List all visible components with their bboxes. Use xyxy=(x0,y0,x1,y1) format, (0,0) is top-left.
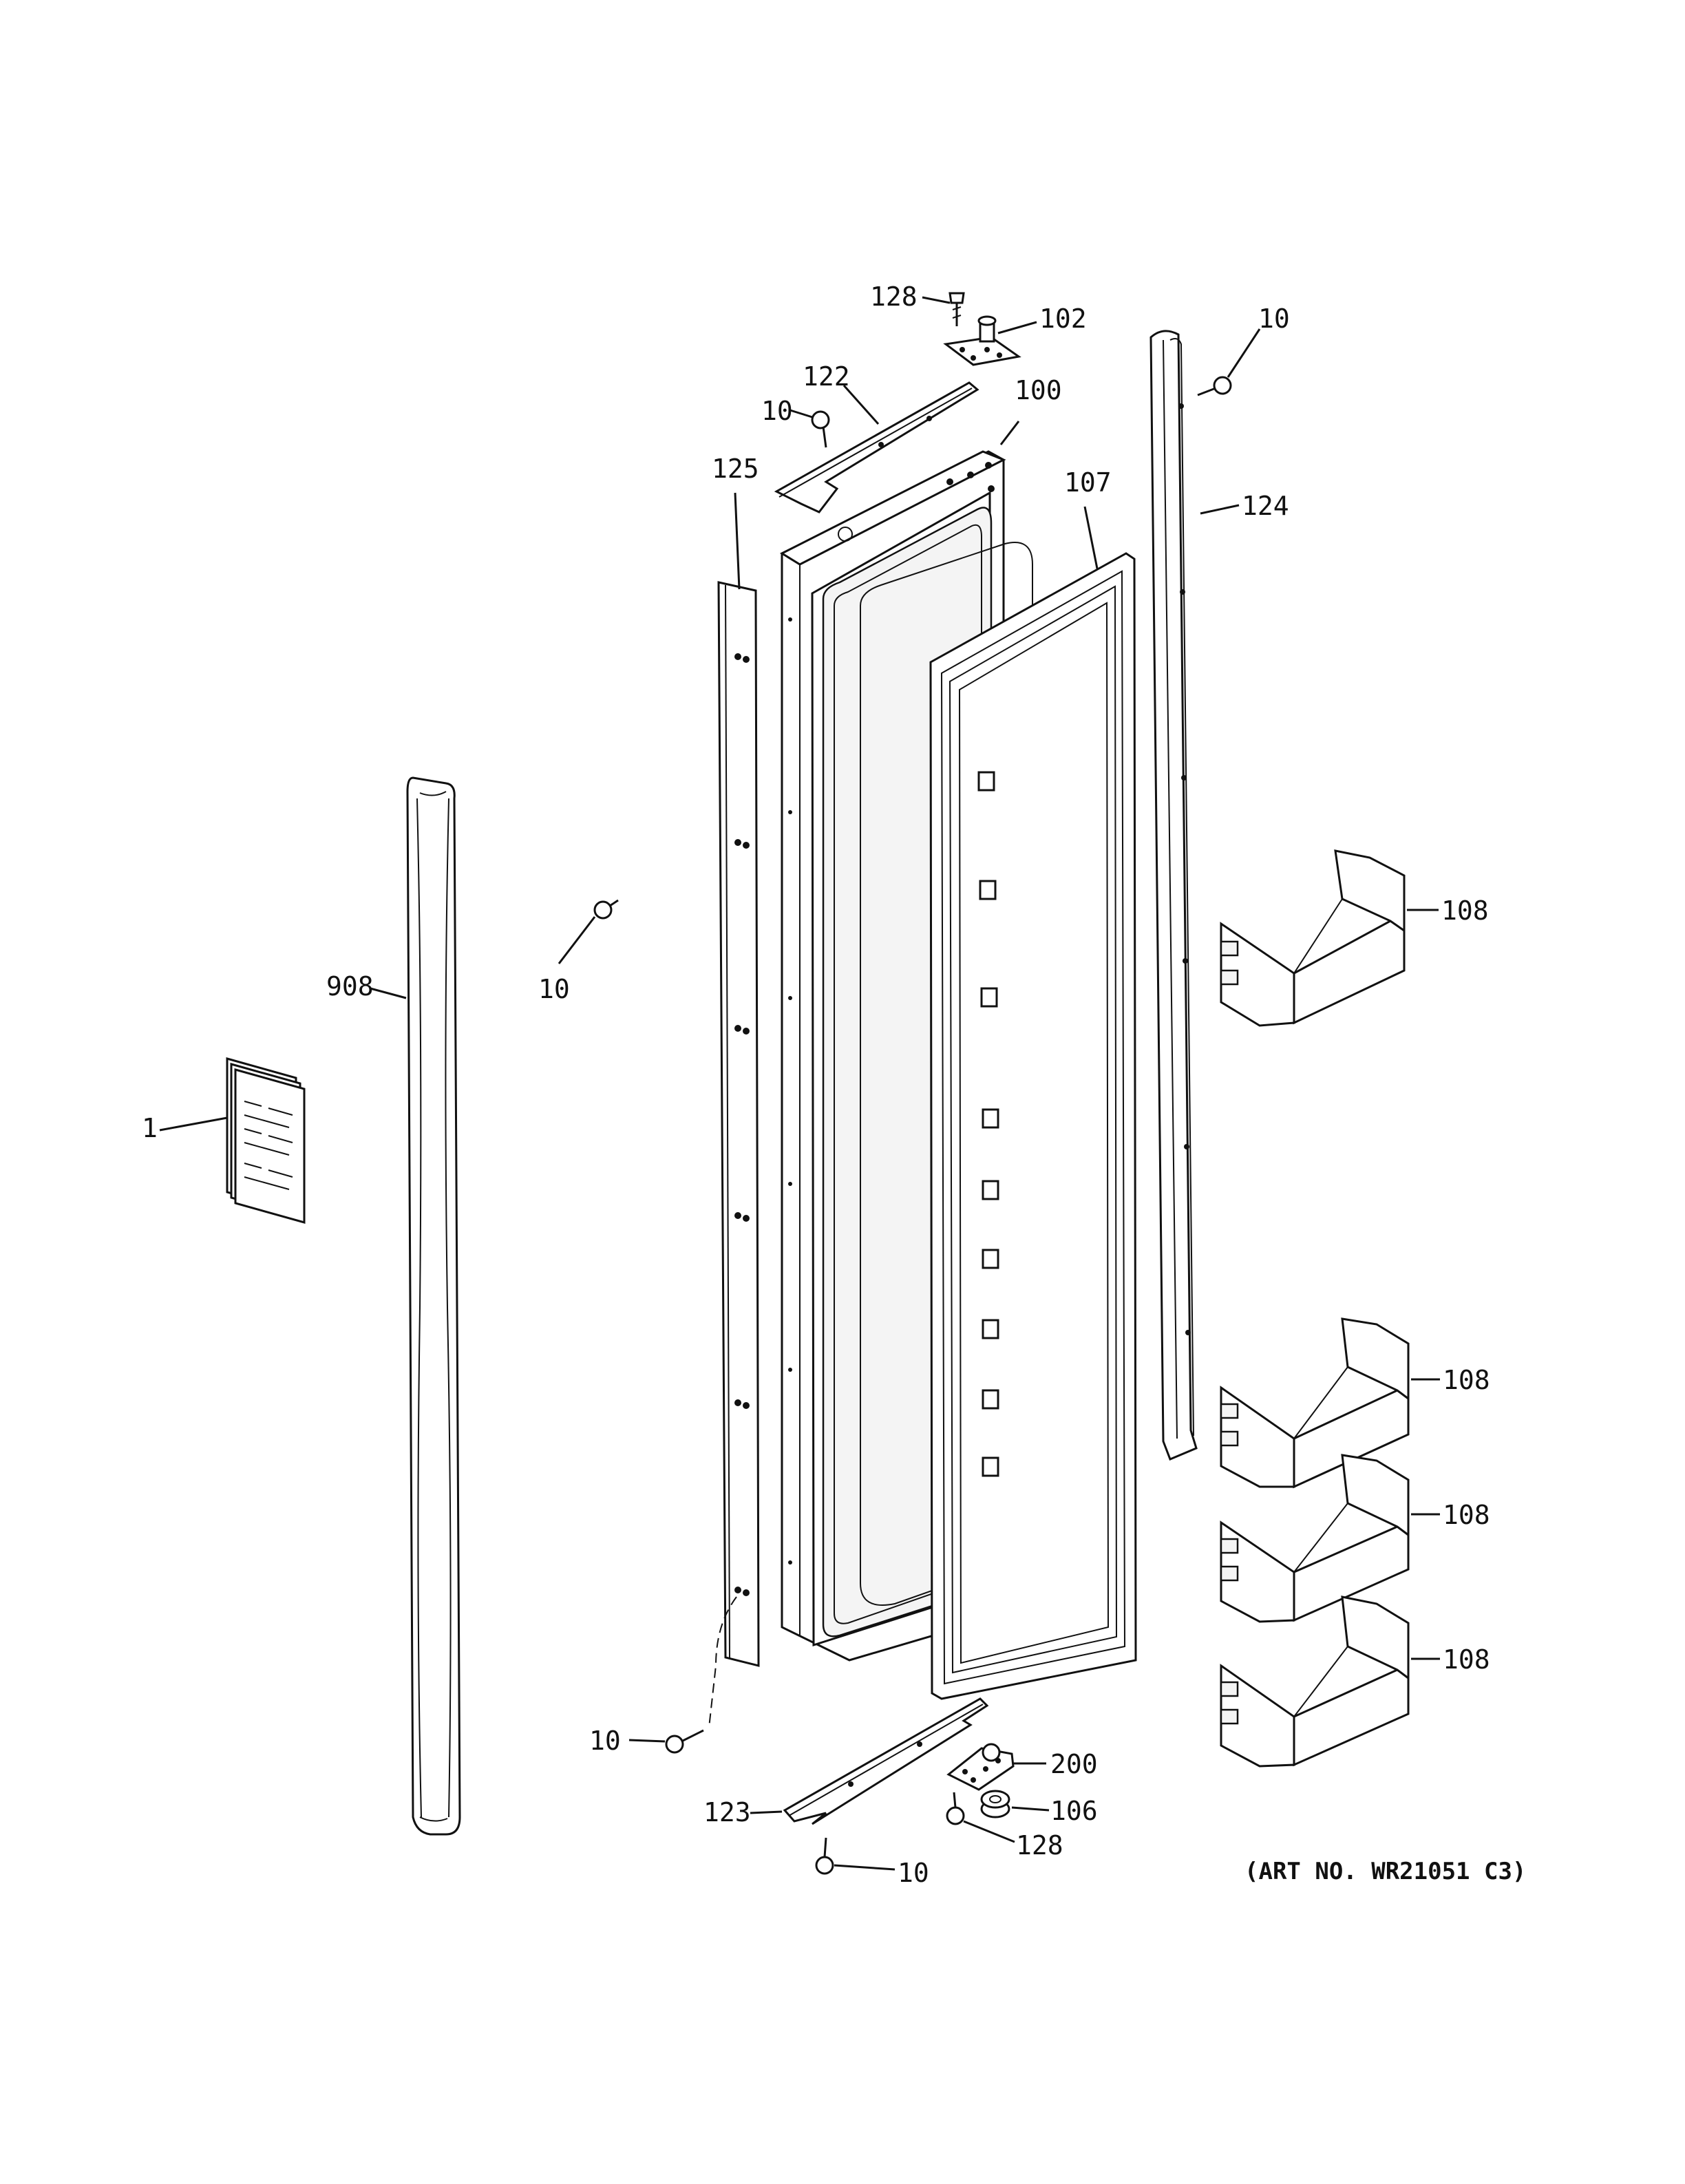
trim-channel-holes xyxy=(1178,403,1191,1335)
part-200-bottom-hinge xyxy=(946,1743,1046,1791)
label-908: 908 xyxy=(326,971,374,1001)
part-108-door-bin-b xyxy=(1220,1317,1440,1489)
part-10-screw-top-right xyxy=(1197,328,1261,396)
part-10-screw-top xyxy=(789,409,830,448)
label-10-top-right: 10 xyxy=(1258,304,1290,334)
label-128-bottom: 128 xyxy=(1016,1830,1063,1860)
label-106: 106 xyxy=(1050,1796,1098,1826)
part-122-top-cap xyxy=(774,381,979,513)
part-125-handle-side-trim xyxy=(708,492,760,1728)
part-10-screw-bottom xyxy=(815,1837,896,1875)
door-frame-holes xyxy=(788,462,995,1565)
part-128-hinge-screw-bottom xyxy=(946,1792,1015,1843)
trim-holes xyxy=(734,653,750,1596)
part-124-hinge-side-trim xyxy=(1149,330,1240,1461)
part-102-top-hinge xyxy=(943,315,1037,366)
part-10-screw-bottom-left xyxy=(628,1729,704,1754)
part-10-screw-mid xyxy=(558,899,619,964)
label-108-b: 108 xyxy=(1443,1365,1490,1395)
label-10-mid: 10 xyxy=(538,974,570,1004)
label-10-top: 10 xyxy=(761,396,793,426)
shelf-clips xyxy=(977,771,999,1477)
part-128-hinge-screw-top xyxy=(922,292,965,326)
label-1: 1 xyxy=(142,1113,158,1143)
part-108-door-bin-a xyxy=(1220,849,1439,1027)
label-128-top: 128 xyxy=(870,282,918,312)
part-108-door-bin-d xyxy=(1220,1595,1440,1768)
label-124: 124 xyxy=(1242,491,1289,521)
part-123-bottom-cap xyxy=(750,1697,989,1825)
label-108-c: 108 xyxy=(1443,1500,1490,1530)
label-108-a: 108 xyxy=(1441,895,1489,926)
label-107: 107 xyxy=(1064,467,1112,498)
part-1-literature-pack xyxy=(159,1057,306,1224)
label-10-bottom-left: 10 xyxy=(589,1726,621,1756)
label-125: 125 xyxy=(712,454,759,484)
part-106-hinge-bushing xyxy=(980,1790,1050,1819)
part-908-door-gasket xyxy=(370,776,461,1836)
label-108-d: 108 xyxy=(1443,1644,1490,1675)
label-123: 123 xyxy=(703,1797,751,1827)
label-200: 200 xyxy=(1050,1749,1098,1779)
label-122: 122 xyxy=(803,361,850,392)
label-102: 102 xyxy=(1039,304,1087,334)
label-10-bottom: 10 xyxy=(898,1858,929,1888)
part-107-door-gasket-frame xyxy=(929,506,1137,1700)
art-number: (ART NO. WR21051 C3) xyxy=(1244,1858,1526,1885)
part-108-door-bin-c xyxy=(1220,1454,1440,1623)
label-100: 100 xyxy=(1015,375,1062,405)
